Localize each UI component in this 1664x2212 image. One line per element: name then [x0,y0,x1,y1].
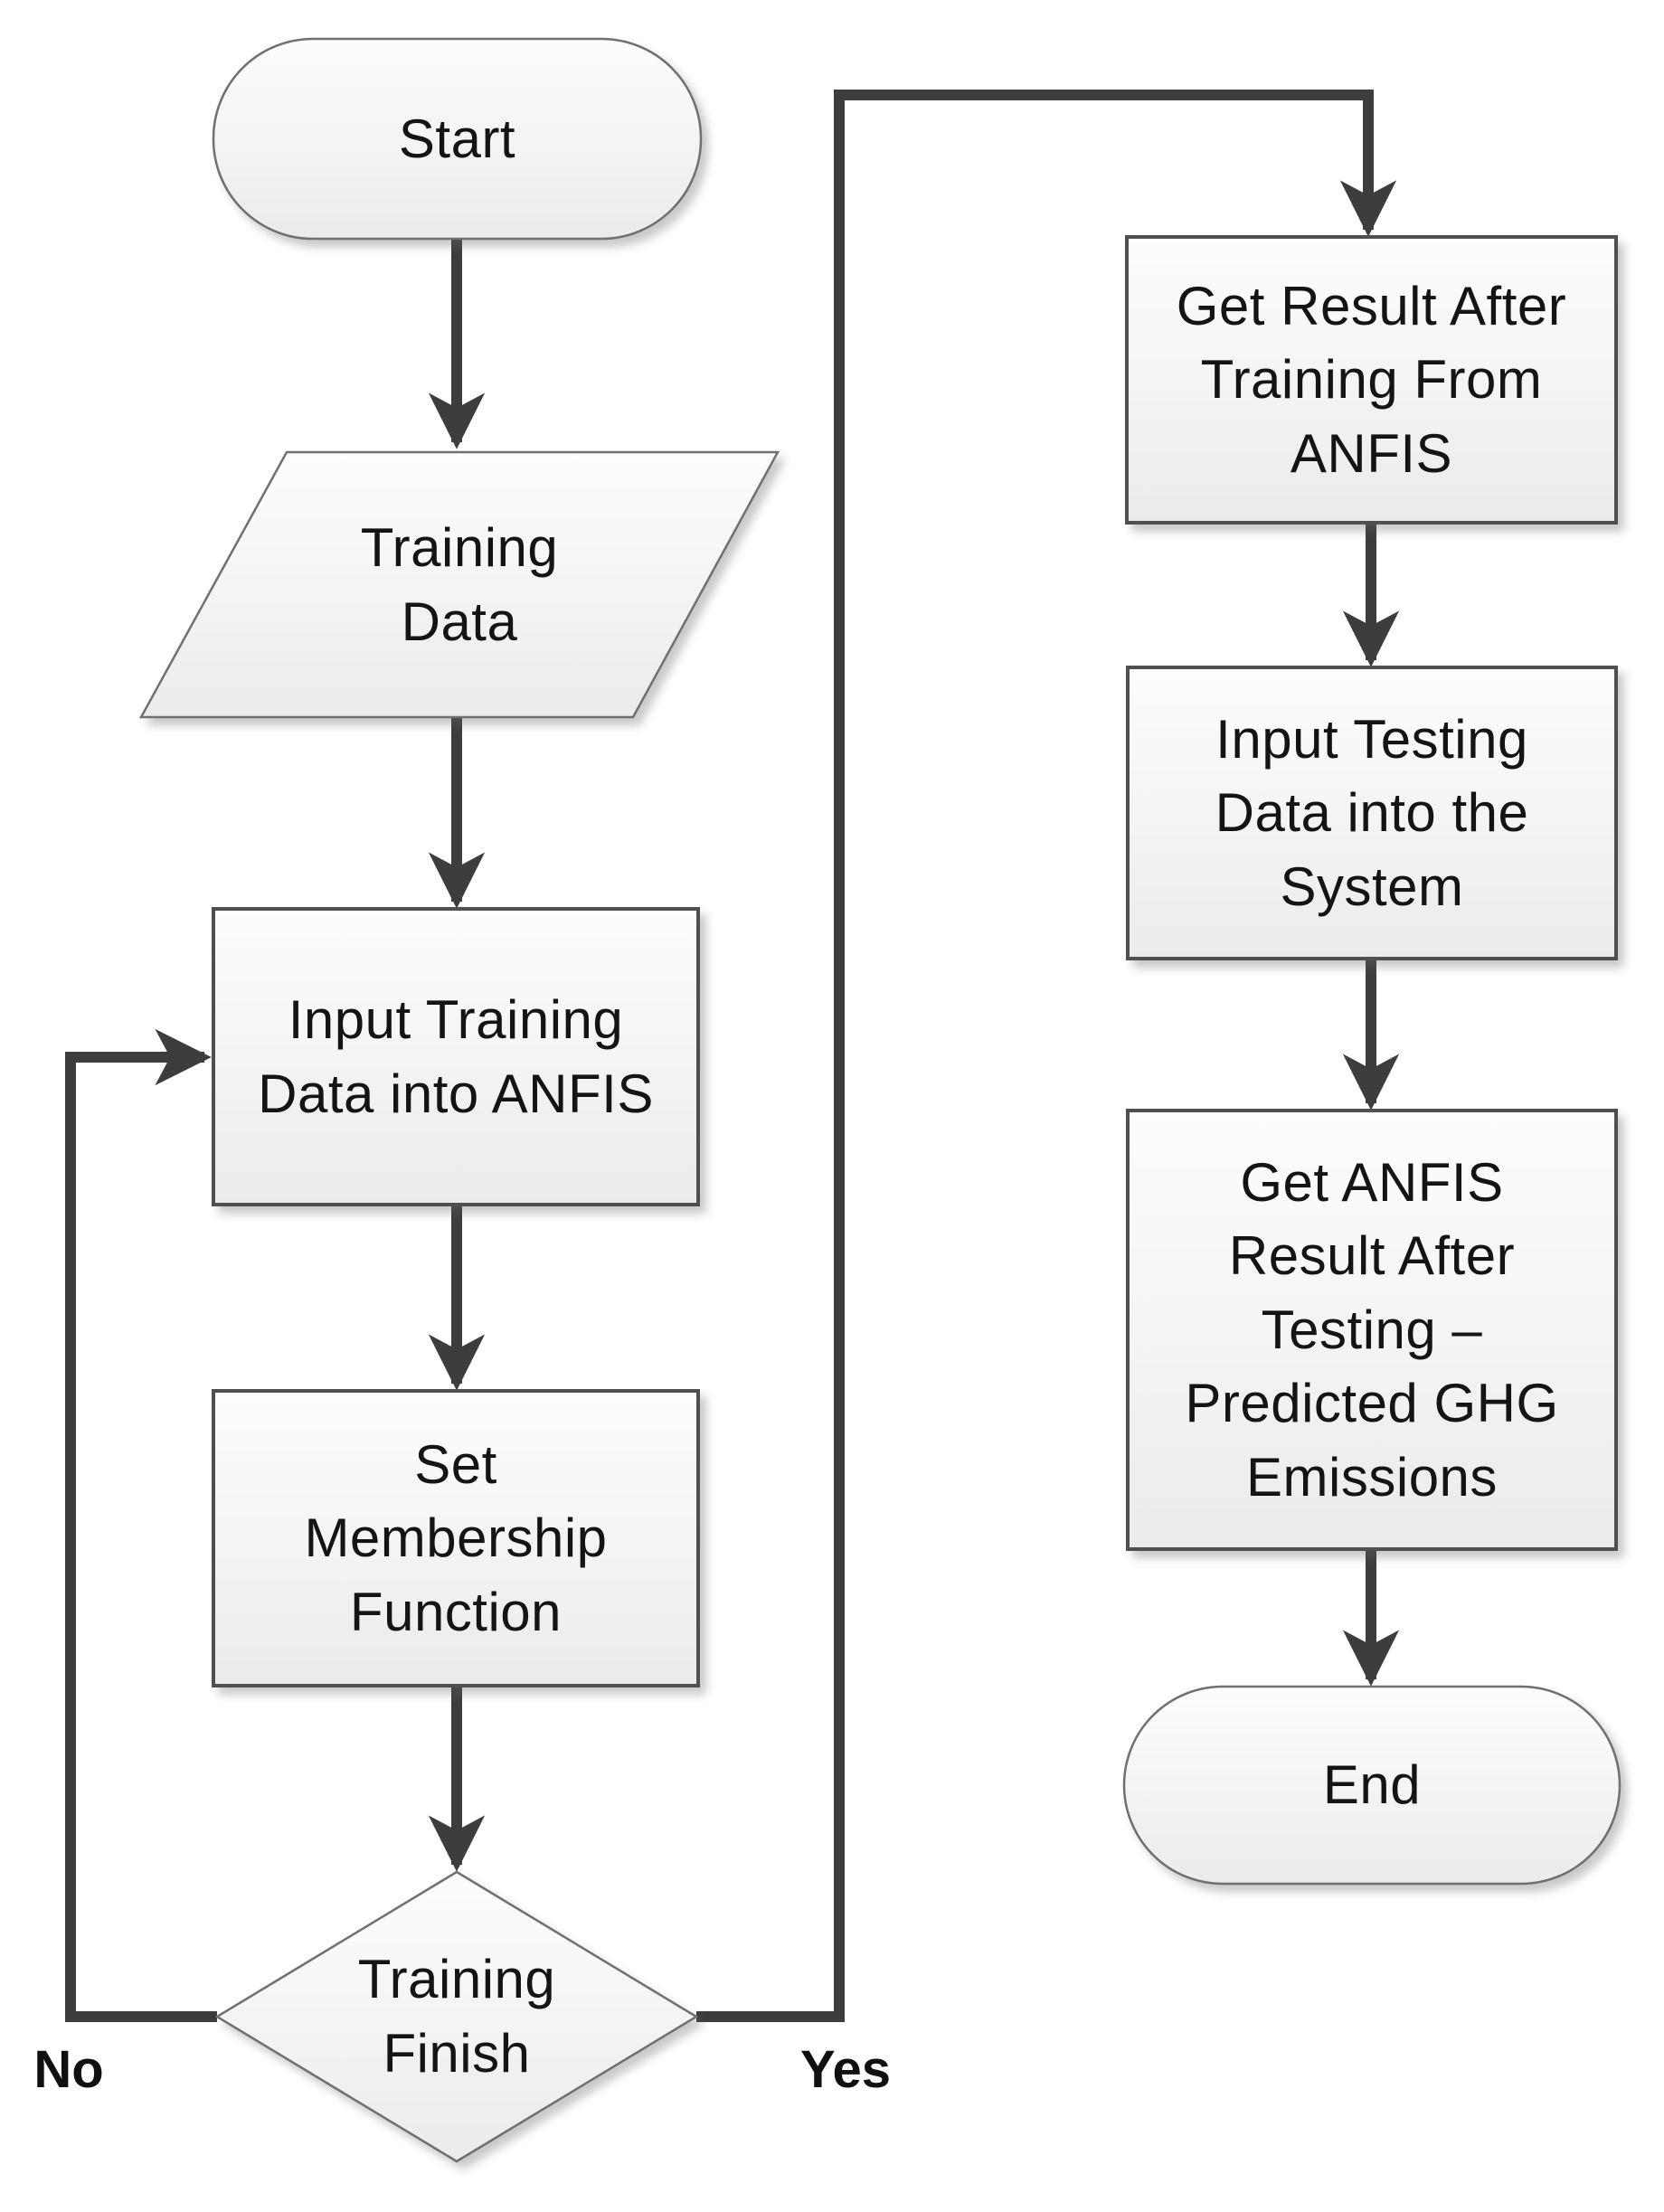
node-start-label: Start [398,108,516,169]
get-result-training-process-shape [1125,235,1618,525]
node-get-anfis-result-label: Get ANFIS Result After Testing – Predict… [1185,1151,1559,1508]
training-data-parallelogram-shape [138,450,780,719]
input-testing-process-shape [1126,666,1618,960]
node-get-result-training-label: Get Result After Training From ANFIS [1176,275,1567,484]
start-terminator-shape [212,37,703,241]
set-membership-process-shape [212,1389,700,1687]
node-training-finish-label: Training Finish [357,1949,556,2084]
node-set-membership-label: Set Membership Function [304,1433,608,1642]
end-terminator-shape [1122,1685,1621,1886]
node-input-training-label: Input Training Data into ANFIS [258,988,654,1124]
get-anfis-result-process-shape [1126,1109,1618,1551]
yes-branch-label: Yes [800,2039,891,2099]
node-training-data-label: Training Data [360,516,559,652]
node-end-label: End [1322,1754,1422,1816]
input-training-process-shape [212,907,700,1206]
edge-decision-no-loop [65,1028,217,2022]
edge-decision-yes-branch [696,90,1397,2022]
no-branch-label: No [33,2039,104,2099]
training-finish-decision-shape [214,1870,699,2163]
node-input-testing-label: Input Testing Data into the System [1215,708,1529,917]
